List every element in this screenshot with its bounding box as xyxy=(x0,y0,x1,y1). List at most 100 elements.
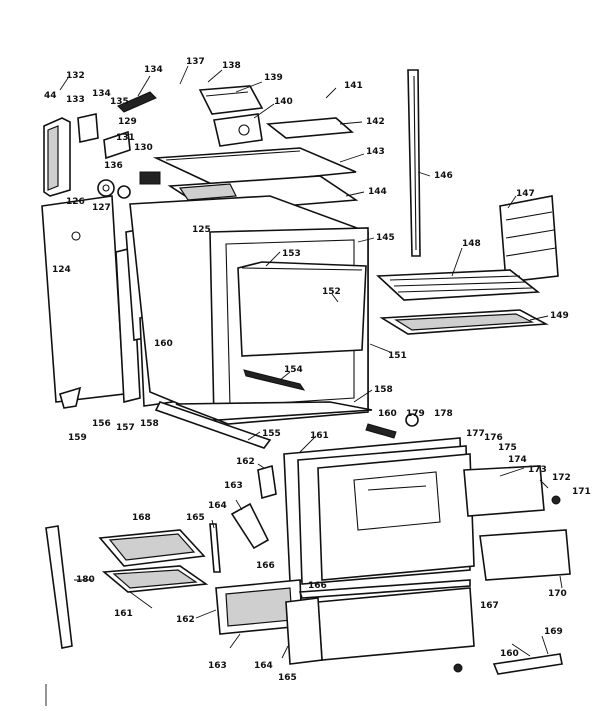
door-hinge-162 xyxy=(257,464,277,500)
label-136: 136 xyxy=(104,161,123,171)
label-148: 148 xyxy=(462,239,481,249)
label-169: 169 xyxy=(544,627,563,637)
label-124: 124 xyxy=(52,265,71,275)
label-176: 176 xyxy=(484,433,503,443)
label-143: 143 xyxy=(366,147,385,157)
leader-lines xyxy=(59,65,563,659)
label-159: 159 xyxy=(68,433,87,443)
label-157: 157 xyxy=(116,423,135,433)
label-151: 151 xyxy=(388,351,407,361)
label-152: 152 xyxy=(322,287,341,297)
panel-130 xyxy=(139,171,161,185)
side-panel-156 xyxy=(41,195,125,403)
rail-180 xyxy=(45,525,73,649)
label-144: 144 xyxy=(368,187,387,197)
label-137: 137 xyxy=(186,57,205,67)
label-146: 146 xyxy=(434,171,453,181)
left-side-bracket xyxy=(43,117,71,197)
label-172: 172 xyxy=(552,473,571,483)
label-165a: 165 xyxy=(186,513,205,523)
broiler-pan-149 xyxy=(379,309,549,335)
door-outer-panel xyxy=(317,453,475,581)
label-165b: 165 xyxy=(278,673,297,683)
label-125: 125 xyxy=(192,225,211,235)
knob-parts xyxy=(97,179,131,199)
label-130: 130 xyxy=(134,143,153,153)
label-133: 133 xyxy=(66,95,85,105)
drawer-front-167 xyxy=(317,587,475,661)
label-180: 180 xyxy=(76,575,95,585)
bracket-131 xyxy=(103,130,131,160)
label-129: 129 xyxy=(118,117,137,127)
label-158a: 158 xyxy=(374,385,393,395)
label-175: 175 xyxy=(498,443,517,453)
label-160c: 160 xyxy=(500,649,519,659)
drawer-panel-165 xyxy=(285,597,323,665)
label-163: 163 xyxy=(224,481,243,491)
oven-liner-153 xyxy=(237,261,367,357)
label-170: 170 xyxy=(548,589,567,599)
label-132: 132 xyxy=(66,71,85,81)
label-166b: 166 xyxy=(308,581,327,591)
drip-pan-142 xyxy=(265,117,354,139)
foot-159 xyxy=(59,386,82,409)
hinge-164 xyxy=(230,502,270,550)
label-173: 173 xyxy=(528,465,547,475)
label-126: 126 xyxy=(66,197,85,207)
label-162a: 162 xyxy=(236,457,255,467)
screw-171 xyxy=(551,495,561,505)
label-139: 139 xyxy=(264,73,283,83)
label-141: 141 xyxy=(344,81,363,91)
label-160b: 160 xyxy=(378,409,397,419)
label-174: 174 xyxy=(508,455,527,465)
label-178: 178 xyxy=(434,409,453,419)
label-149: 149 xyxy=(550,311,569,321)
label-177: 177 xyxy=(466,429,485,439)
top-element xyxy=(198,85,264,115)
label-161b: 161 xyxy=(114,609,133,619)
label-179: 179 xyxy=(406,409,425,419)
tray-168 xyxy=(98,529,206,567)
panel-170 xyxy=(479,529,571,581)
label-154: 154 xyxy=(284,365,303,375)
label-140: 140 xyxy=(274,97,293,107)
label-167: 167 xyxy=(480,601,499,611)
vent-tube-146 xyxy=(407,69,421,257)
label-164b: 164 xyxy=(254,661,273,671)
label-158b: 158 xyxy=(140,419,159,429)
rod-165 xyxy=(209,523,221,573)
label-160a: 160 xyxy=(154,339,173,349)
broiler-shield-147 xyxy=(499,195,559,283)
latch-178 xyxy=(405,413,419,427)
label-155: 155 xyxy=(262,429,281,439)
label-145: 145 xyxy=(376,233,395,243)
label-166a: 166 xyxy=(256,561,275,571)
drawer-slide-166 xyxy=(298,579,471,599)
label-142: 142 xyxy=(366,117,385,127)
label-131: 131 xyxy=(116,133,135,143)
label-163-bottom: 163 xyxy=(208,661,227,671)
label-138: 138 xyxy=(222,61,241,71)
leveling-leg-169 xyxy=(453,653,563,675)
label-134b: 134 xyxy=(144,65,163,75)
label-147: 147 xyxy=(516,189,535,199)
storage-drawer-162 xyxy=(215,579,303,635)
bracket-134 xyxy=(77,113,99,143)
label-168: 168 xyxy=(132,513,151,523)
door-liner-172 xyxy=(463,465,545,517)
label-156: 156 xyxy=(92,419,111,429)
bottom-tray-158 xyxy=(175,401,373,421)
label-135: 135 xyxy=(110,97,129,107)
tray-161 xyxy=(101,565,209,593)
bottom-rail-155 xyxy=(154,401,272,449)
label-153: 153 xyxy=(282,249,301,259)
label-171: 171 xyxy=(572,487,591,497)
label-44: 44 xyxy=(44,91,57,101)
burner-spring xyxy=(117,91,157,113)
label-161a: 161 xyxy=(310,431,329,441)
part-labels: 44 132 133 134 135 134 137 138 139 140 1… xyxy=(44,57,591,683)
label-134a: 134 xyxy=(92,89,111,99)
oven-rack-148 xyxy=(376,269,541,301)
